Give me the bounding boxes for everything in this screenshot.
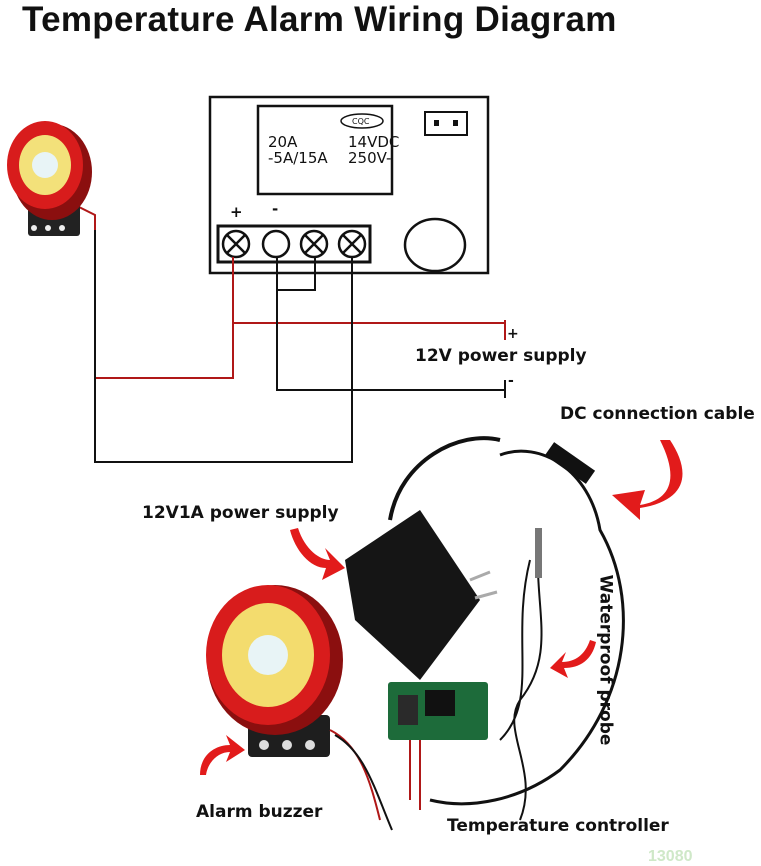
- terminal-plus: +: [230, 203, 243, 221]
- temperature-controller-board: [388, 682, 488, 810]
- supply-minus: -: [508, 373, 514, 389]
- relay: [256, 104, 394, 196]
- supply-plus: +: [507, 326, 519, 342]
- jumper-pin: [453, 120, 458, 126]
- probe-tip: [535, 528, 542, 578]
- supply-label: 12V power supply: [415, 346, 587, 366]
- relay-rating-left-1: 20A: [268, 133, 298, 151]
- power-adapter: [345, 436, 501, 680]
- jumper-connector: [424, 111, 468, 136]
- relay-rating-left-2: -5A/15A: [268, 149, 328, 167]
- controller-label: Temperature controller: [447, 816, 669, 836]
- arrow-probe: [550, 640, 596, 678]
- sensor-port: [403, 217, 467, 273]
- black-wire-buzzer: [94, 230, 353, 463]
- buzzer-label: Alarm buzzer: [196, 802, 323, 822]
- arrow-buzzer: [200, 735, 245, 775]
- arrow-dc-cable: [612, 440, 683, 520]
- terminal-screws: [221, 229, 367, 259]
- pointer-arrows: [200, 440, 683, 775]
- wires: [74, 204, 506, 463]
- diagram-title: Temperature Alarm Wiring Diagram: [22, 0, 617, 39]
- cqc-logo: [340, 113, 384, 129]
- watermark: 13080: [648, 848, 693, 865]
- alarm-buzzer: [206, 585, 393, 831]
- dc-cable-label: DC connection cable: [560, 404, 755, 424]
- dc-plug: [544, 442, 596, 484]
- probe-cable: [499, 529, 543, 821]
- relay-rating-right-2: 250V-: [348, 149, 392, 167]
- adapter-label: 12V1A power supply: [142, 503, 339, 523]
- bridge-wire: [277, 257, 316, 291]
- terminal-minus: -: [272, 200, 279, 218]
- black-wire-supply: [276, 257, 505, 391]
- probe-label: Waterproof probe: [595, 574, 616, 746]
- relay-rating-right-1: 14VDC: [348, 133, 400, 151]
- arrow-adapter: [290, 528, 345, 580]
- buzzer-small: [7, 121, 92, 236]
- cqc-logo-text: CQC: [352, 117, 370, 126]
- jumper-pin: [434, 120, 439, 126]
